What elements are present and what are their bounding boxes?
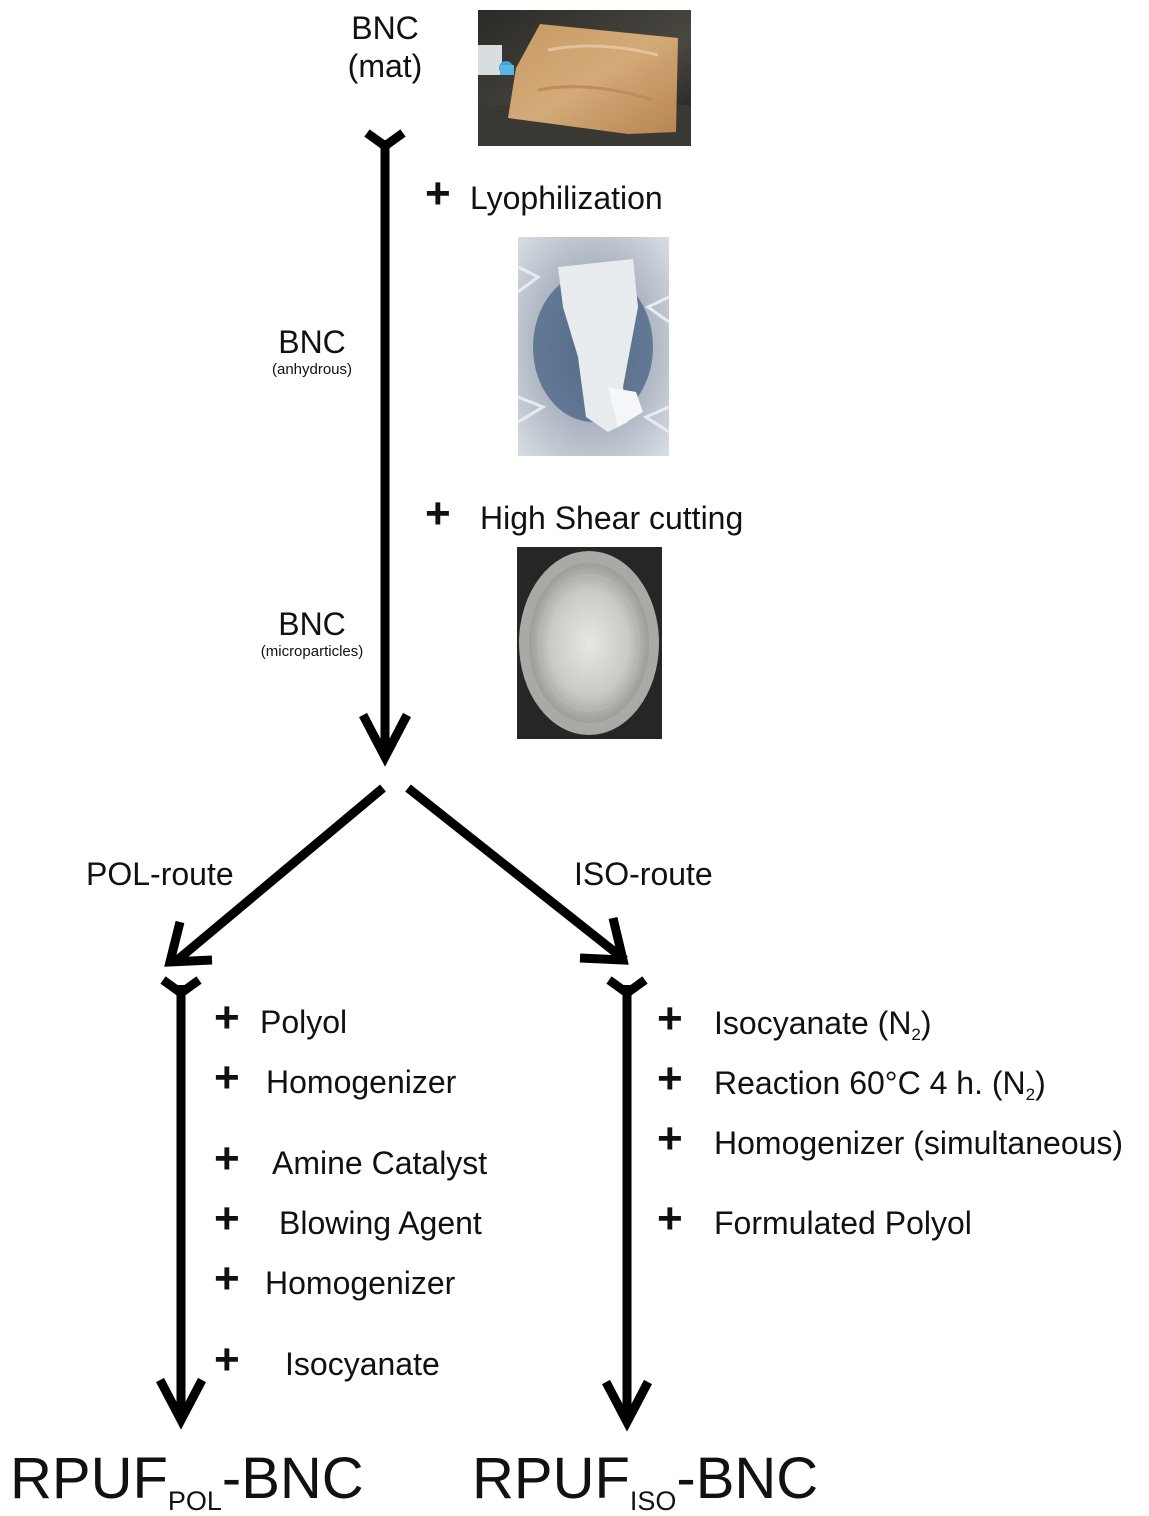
plus-icon: +	[657, 1114, 683, 1163]
iso-step-homogenizer: Homogenizer (simultaneous)	[714, 1125, 1124, 1161]
pol-route-label: POL-route	[86, 856, 234, 892]
plus-icon: +	[425, 489, 451, 538]
bnc-microparticles-subtitle: (microparticles)	[260, 643, 364, 660]
pol-arrow-head	[156, 1377, 206, 1430]
iso-diagonal-head	[579, 916, 629, 965]
plus-icon: +	[657, 1054, 683, 1103]
product-rpuf-pol-bnc: RPUFPOL-BNC	[10, 1450, 364, 1515]
plus-icon: +	[214, 993, 240, 1042]
iso-step-isocyanate: Isocyanate (N2)	[714, 1007, 932, 1043]
pol-diagonal-arrow	[172, 784, 386, 966]
main-arrow-tail	[364, 129, 406, 152]
bnc-microparticles-title: BNC	[278, 606, 346, 642]
iso-step-formulated-polyol: Formulated Polyol	[714, 1205, 972, 1241]
iso-route-label: ISO-route	[574, 856, 713, 892]
pol-step-polyol: Polyol	[260, 1004, 348, 1040]
bnc-mat-photo	[478, 10, 691, 146]
product-main: RPUF	[472, 1446, 630, 1511]
plus-icon: +	[214, 1335, 240, 1384]
bnc-mat-subtitle: (mat)	[347, 48, 423, 84]
step-high-shear-cutting: High Shear cutting	[480, 500, 744, 536]
pol-step-homogenizer-2: Homogenizer	[265, 1265, 456, 1301]
product-main: RPUF	[10, 1446, 168, 1511]
pol-step-blowing-agent: Blowing Agent	[279, 1205, 482, 1241]
main-arrow-head	[359, 712, 411, 767]
product-rpuf-iso-bnc: RPUFISO-BNC	[472, 1450, 818, 1515]
pol-diagonal-head	[164, 920, 213, 967]
bnc-anhydrous-title: BNC	[278, 324, 346, 360]
product-suffix: -BNC	[221, 1446, 364, 1511]
iso-diagonal-arrow	[405, 784, 628, 964]
plus-icon: +	[214, 1194, 240, 1243]
pol-step-amine-catalyst: Amine Catalyst	[272, 1145, 488, 1181]
iso-arrow-tail	[606, 976, 648, 999]
pol-step-isocyanate: Isocyanate	[285, 1346, 440, 1382]
plus-icon: +	[214, 1254, 240, 1303]
close-paren: )	[920, 1005, 932, 1041]
plus-icon: +	[425, 169, 451, 218]
iso-step-reaction-text: Reaction 60°C 4 h. (N	[714, 1065, 1026, 1101]
pol-step-homogenizer-1: Homogenizer	[266, 1064, 457, 1100]
plus-icon: +	[214, 1134, 240, 1183]
plus-icon: +	[214, 1053, 240, 1102]
product-suffix: -BNC	[676, 1446, 819, 1511]
bnc-anhydrous-photo	[518, 237, 669, 456]
plus-icon: +	[657, 1194, 683, 1243]
iso-step-reaction: Reaction 60°C 4 h. (N2)	[714, 1067, 1046, 1103]
pol-arrow-tail	[160, 976, 202, 999]
subscript: 2	[911, 1025, 921, 1044]
bnc-microparticles-photo	[517, 547, 662, 739]
iso-arrow-head	[602, 1379, 652, 1432]
plus-icon: +	[657, 994, 683, 1043]
product-subscript: POL	[167, 1486, 222, 1516]
iso-step-isocyanate-text: Isocyanate (N	[714, 1005, 912, 1041]
product-subscript: ISO	[629, 1486, 677, 1516]
subscript: 2	[1025, 1085, 1036, 1104]
bnc-mat-title: BNC	[351, 10, 419, 46]
close-paren: )	[1035, 1065, 1046, 1101]
step-lyophilization: Lyophilization	[470, 180, 663, 216]
bnc-anhydrous-subtitle: (anhydrous)	[271, 361, 353, 378]
